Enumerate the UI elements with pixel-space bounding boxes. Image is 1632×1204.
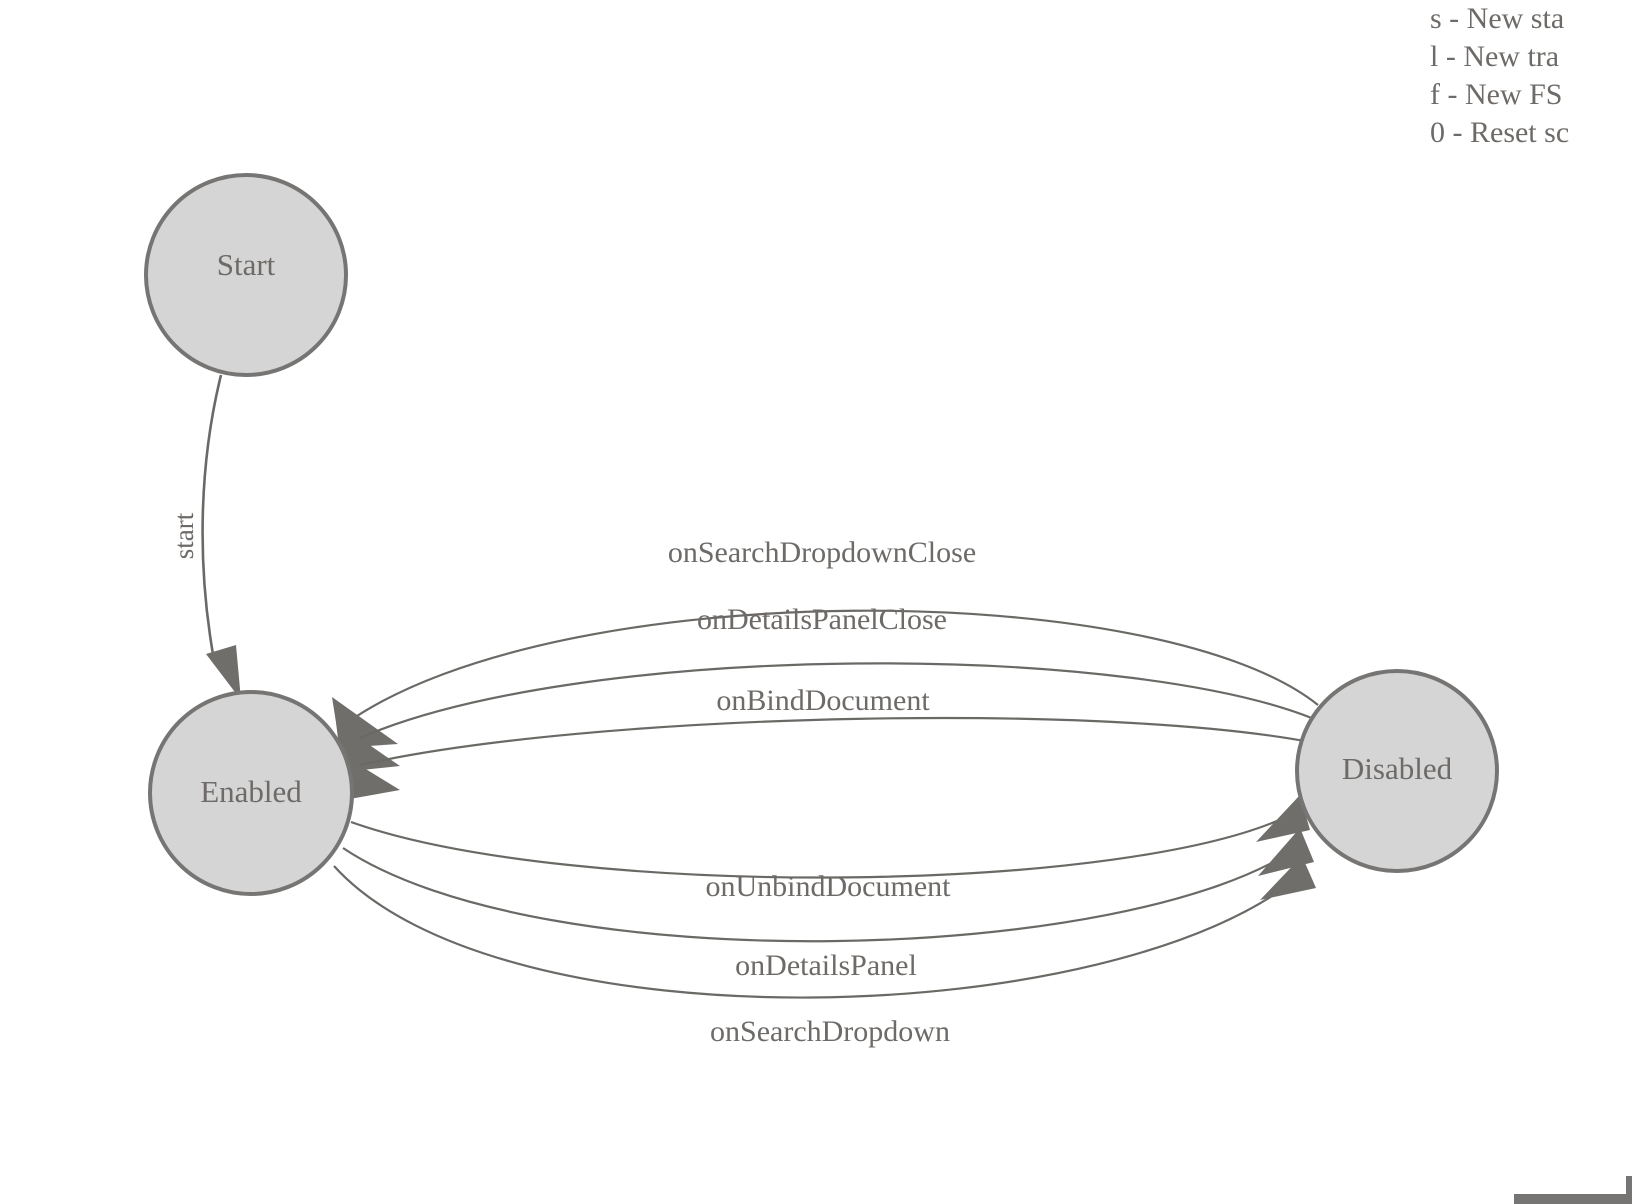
edge-line-on-unbind-document xyxy=(350,811,1297,879)
vertical-scrollbar-thumb[interactable] xyxy=(1626,1176,1632,1204)
state-node-disabled[interactable]: Disabled xyxy=(1295,669,1499,873)
edge-label-on-details-panel: onDetailsPanel xyxy=(735,949,917,982)
edge-label-on-search-dropdown-close: onSearchDropdownClose xyxy=(668,536,976,569)
edge-label-on-bind-document: onBindDocument xyxy=(716,684,930,717)
edge-line-on-bind-document xyxy=(351,716,1339,769)
edge-label-on-search-dropdown: onSearchDropdown xyxy=(710,1015,950,1048)
horizontal-scrollbar-thumb[interactable] xyxy=(1514,1194,1632,1204)
state-node-start[interactable]: Start xyxy=(144,173,348,377)
transition-on-bind-document[interactable] xyxy=(338,716,1339,800)
transition-on-unbind-document[interactable] xyxy=(350,795,1310,879)
edge-line-on-search-dropdown xyxy=(333,865,1303,999)
state-node-enabled[interactable]: Enabled xyxy=(148,690,354,896)
arrow-head-on-search-dropdown xyxy=(1260,856,1316,900)
edge-line-start xyxy=(201,374,223,661)
state-circle-enabled[interactable] xyxy=(148,690,354,896)
transition-on-details-panel-close[interactable] xyxy=(336,662,1331,772)
arrow-head-on-unbind-document xyxy=(1256,795,1310,842)
transition-on-search-dropdown[interactable] xyxy=(333,856,1316,999)
edge-label-start: start xyxy=(169,512,199,559)
state-circle-start[interactable] xyxy=(144,173,348,377)
edge-line-on-details-panel xyxy=(342,845,1301,943)
state-circle-disabled[interactable] xyxy=(1295,669,1499,873)
edge-line-on-search-dropdown-close xyxy=(347,609,1319,723)
edge-label-on-details-panel-close: onDetailsPanelClose xyxy=(697,603,947,636)
transition-start[interactable] xyxy=(201,374,241,700)
edge-line-on-details-panel-close xyxy=(350,662,1331,743)
edge-label-on-unbind-document: onUnbindDocument xyxy=(706,870,952,903)
arrow-head-start xyxy=(206,645,241,700)
